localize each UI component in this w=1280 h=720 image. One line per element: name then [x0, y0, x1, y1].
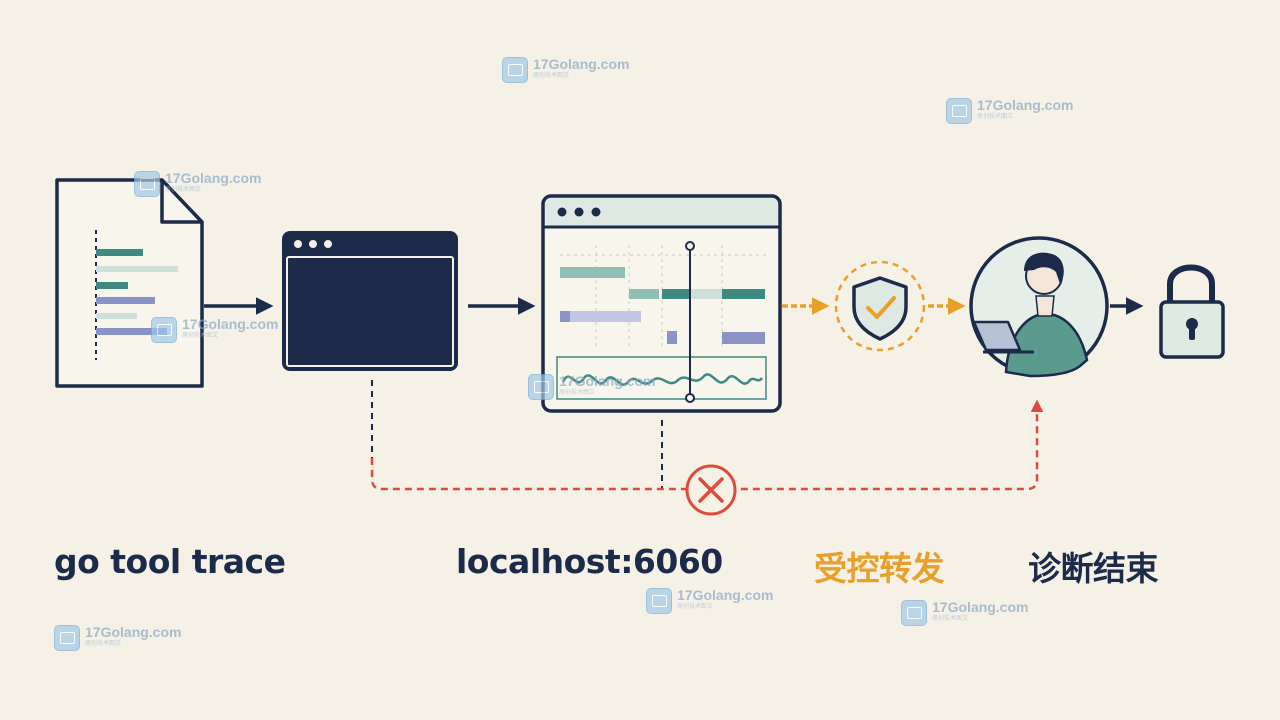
watermark-title: 17Golang.com — [932, 599, 1029, 615]
watermark-title: 17Golang.com — [182, 316, 279, 332]
watermark-subtitle: 原创技术图文 — [977, 113, 1014, 120]
watermark-logo-icon — [528, 374, 554, 400]
shield-check-icon — [834, 260, 926, 352]
watermark-title: 17Golang.com — [165, 170, 262, 186]
trace-viewer-window-icon — [541, 194, 782, 413]
watermark-logo-icon — [901, 600, 927, 626]
watermark-logo-icon — [151, 317, 177, 343]
watermark-title: 17Golang.com — [559, 373, 656, 389]
watermark-subtitle: 原创技术图文 — [677, 603, 714, 610]
watermark-logo-icon — [54, 625, 80, 651]
watermark-title: 17Golang.com — [677, 587, 774, 603]
watermark-logo-icon — [646, 588, 672, 614]
watermark-logo-icon — [134, 171, 160, 197]
trace-file-icon — [55, 178, 204, 388]
watermark-logo-icon — [502, 57, 528, 83]
watermark-subtitle: 原创技术图文 — [932, 615, 969, 622]
watermark-subtitle: 原创技术图文 — [165, 186, 202, 193]
label-diagnosis-end: 诊断结束 — [1028, 549, 1159, 588]
label-controlled-forwarding: 受控转发 — [814, 549, 945, 588]
watermark-subtitle: 原创技术图文 — [533, 72, 570, 79]
watermark-logo-icon — [946, 98, 972, 124]
terminal-window-icon — [282, 231, 458, 371]
blocked-direct-path — [370, 380, 1044, 491]
developer-avatar-icon — [969, 236, 1109, 378]
watermark-subtitle: 原创技术图文 — [559, 389, 596, 396]
label-localhost: localhost:6060 — [456, 542, 723, 581]
watermark-subtitle: 原创技术图文 — [182, 332, 219, 339]
watermark-title: 17Golang.com — [85, 624, 182, 640]
padlock-icon — [1159, 264, 1225, 359]
watermark-subtitle: 原创技术图文 — [85, 640, 122, 647]
label-go-tool-trace: go tool trace — [54, 542, 286, 581]
watermark-title: 17Golang.com — [977, 97, 1074, 113]
watermark-title: 17Golang.com — [533, 56, 630, 72]
error-x-icon — [685, 464, 737, 516]
